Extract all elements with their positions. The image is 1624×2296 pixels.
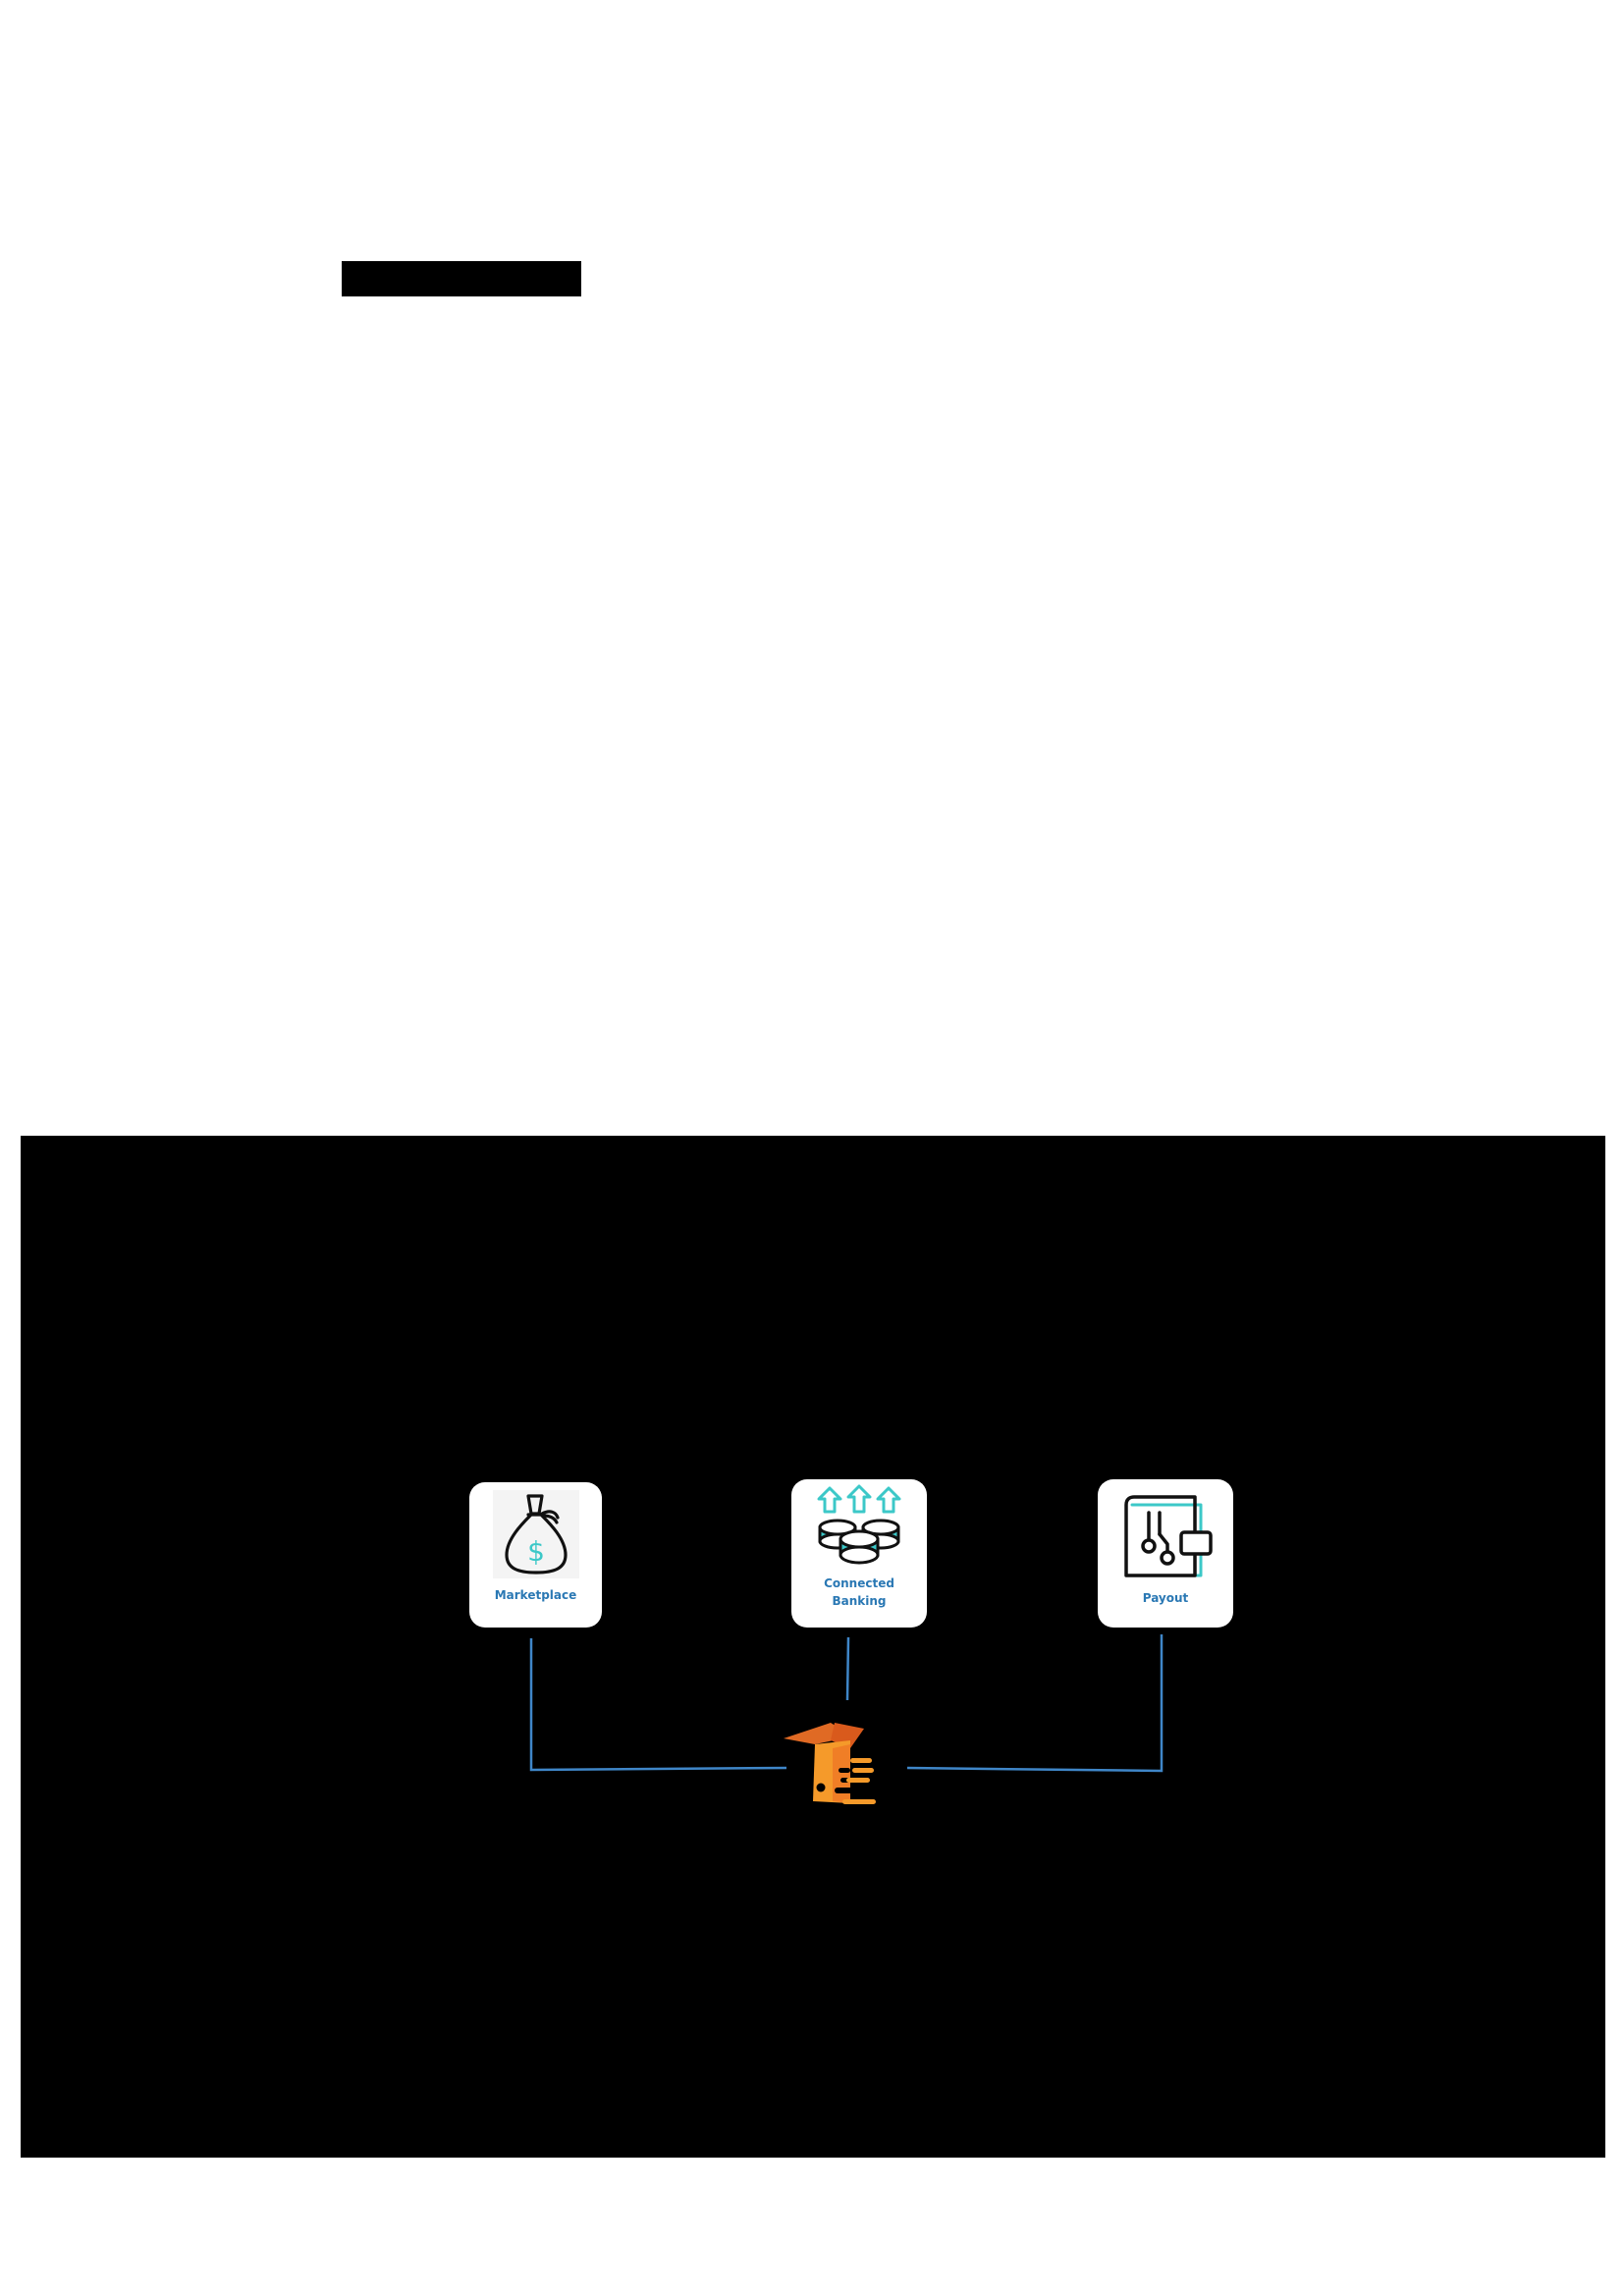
brand-logo-icon [784, 1723, 876, 1804]
node-marketplace[interactable]: $ Marketplace [469, 1482, 602, 1628]
redacted-title-bar [342, 261, 581, 296]
node-label-payout: Payout [1142, 1591, 1189, 1605]
connector-lines [529, 1634, 1164, 1773]
money-bag-icon: $ [492, 1490, 579, 1578]
connector-banking-hub [845, 1636, 850, 1701]
coins-upload-icon [817, 1484, 901, 1565]
diagram-panel: $ Marketplace Connected Banking [21, 1136, 1605, 2158]
node-payout[interactable]: Payout [1098, 1479, 1233, 1628]
connector-marketplace-hub [529, 1638, 787, 1772]
wallet-icon [1124, 1495, 1213, 1577]
svg-text:$: $ [527, 1535, 545, 1568]
node-label-marketplace: Marketplace [494, 1588, 577, 1602]
node-connected-banking[interactable]: Connected Banking [791, 1479, 927, 1628]
connector-payout-hub [906, 1634, 1164, 1773]
node-label-connected-banking: Connected Banking [824, 1576, 894, 1608]
